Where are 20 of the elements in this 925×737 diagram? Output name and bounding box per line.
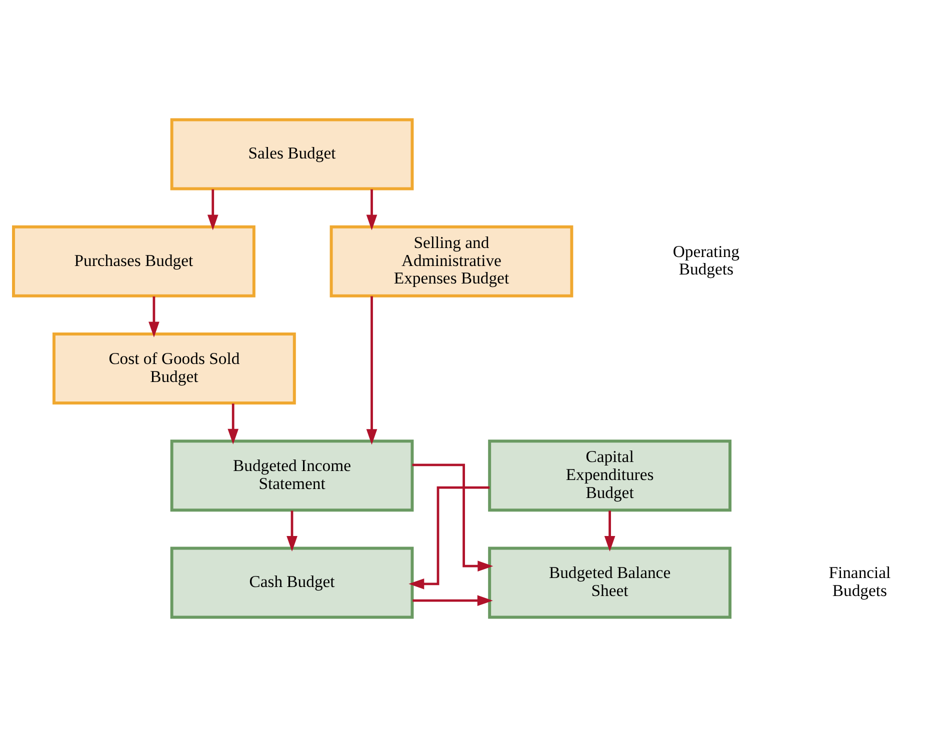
node-box: Budgeted Income Statement — [170, 440, 414, 512]
arrow — [366, 189, 378, 230]
arrow — [148, 296, 160, 338]
arrow — [604, 510, 616, 552]
arrow — [286, 510, 298, 552]
node-box: Selling and Administrative Expenses Budget — [330, 225, 574, 298]
arrow — [207, 189, 218, 230]
label: Operating Budgets — [672, 242, 740, 279]
node-box: Cost of Goods Sold Budget — [52, 332, 296, 404]
arrow — [228, 404, 239, 444]
label: Financial Budgets — [828, 563, 891, 600]
arrow — [412, 464, 494, 572]
node-box: Purchases Budget — [12, 225, 256, 298]
arrow — [412, 595, 493, 606]
arrow — [408, 486, 490, 590]
node-box: Cash Budget — [170, 546, 414, 619]
node-box: Capital Expenditures Budget — [488, 440, 732, 512]
node-box: Sales Budget — [170, 118, 414, 190]
arrow — [366, 296, 378, 445]
node-box: Budgeted Balance Sheet — [488, 546, 732, 619]
